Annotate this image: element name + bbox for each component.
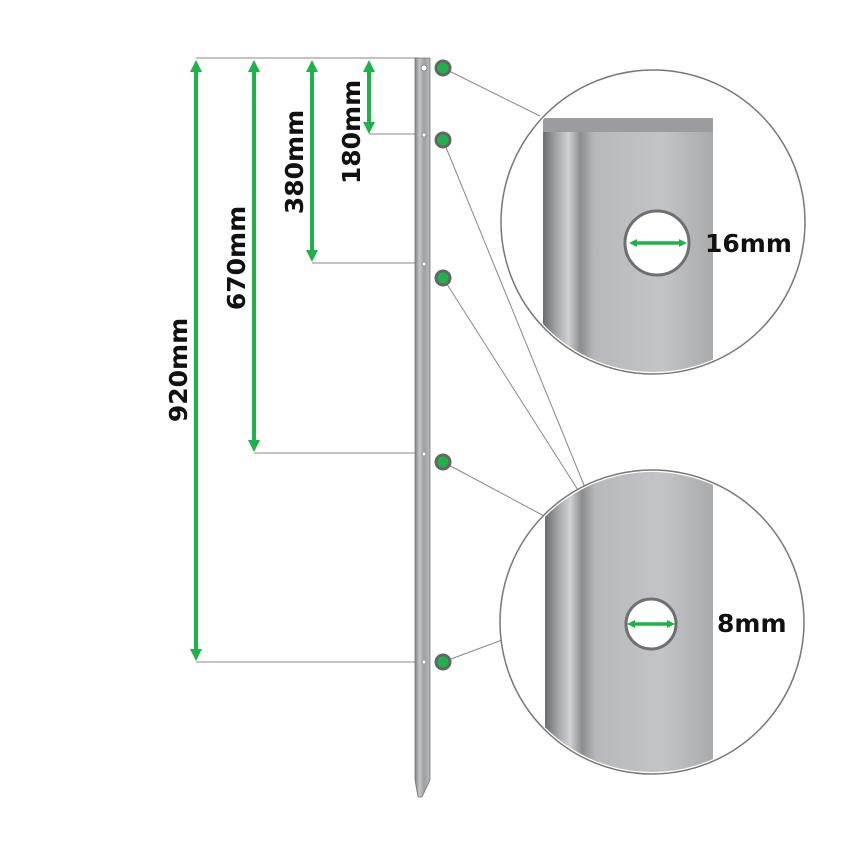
leader-lines <box>196 57 587 663</box>
marker-dot <box>434 453 452 471</box>
detail-label-8mm: 8mm <box>717 609 787 638</box>
detail-label-16mm: 16mm <box>705 229 792 258</box>
detail-small-hole: 8mm <box>499 469 805 775</box>
dimension-label-670: 670mm <box>222 206 251 310</box>
dimension-label-920: 920mm <box>164 318 193 422</box>
marker-dot <box>434 653 452 671</box>
stake-holes <box>420 64 428 665</box>
dimension-label-180: 180mm <box>337 80 366 184</box>
marker-dot <box>434 59 452 77</box>
dimension-label-380: 380mm <box>280 110 309 214</box>
marker-dot <box>434 131 452 149</box>
dimension-arrows <box>190 60 375 661</box>
hole-markers <box>434 59 452 671</box>
marker-dot <box>434 269 452 287</box>
detail-top-hole: 16mm <box>500 69 806 375</box>
metal-stake <box>414 57 431 798</box>
